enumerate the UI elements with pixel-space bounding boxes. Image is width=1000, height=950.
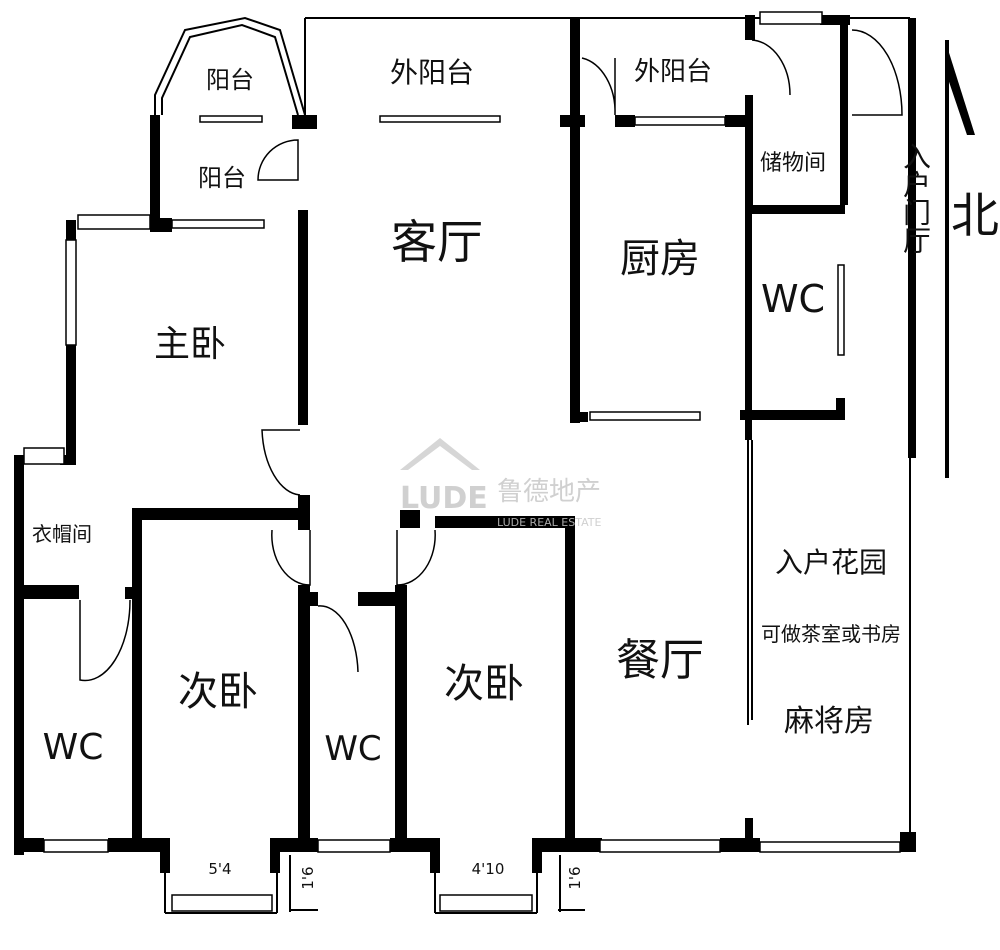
bay-balcony (154, 16, 306, 116)
watermark-sub: LUDE REAL ESTATE (497, 516, 601, 529)
cloakroom-label: 衣帽间 (32, 522, 92, 546)
outer-balcony-1-label: 外阳台 (390, 56, 474, 89)
watermark-house-icon (400, 438, 480, 470)
kitchen-label: 厨房 (620, 236, 700, 282)
outer-balcony-2-label: 外阳台 (634, 57, 712, 87)
balcony-top-left-label: 阳台 (206, 66, 254, 94)
master-bedroom-label: 主卧 (154, 324, 226, 365)
wc-top-label: WC (761, 277, 825, 321)
dimensions: 5'4 4'10 1'6 1'6 (208, 855, 585, 912)
storage-label: 储物间 (760, 151, 826, 176)
balcony-left-label: 阳台 (198, 164, 246, 192)
door-swings (79, 29, 903, 682)
entry-garden-label: 入户花园 (775, 546, 887, 579)
wc-left-label: WC (43, 727, 104, 768)
walls (14, 15, 916, 873)
north-label: 北 (951, 188, 999, 244)
north-compass: 北 (945, 40, 999, 478)
bay-2-dimension: 4'10 (472, 860, 505, 878)
north-arrow-head (945, 40, 975, 135)
garden-note-label: 可做茶室或书房 (761, 622, 901, 646)
mahjong-room-label: 麻将房 (784, 704, 874, 739)
wc-middle-label: WC (324, 729, 381, 769)
offset-2-dimension: 1'6 (566, 866, 584, 889)
living-room-label: 客厅 (391, 215, 483, 269)
windows (23, 11, 901, 914)
room-labels: 阳台 外阳台 外阳台 阳台 客厅 厨房 储物间 入户门厅 WC 主卧 衣帽间 W… (32, 56, 932, 769)
watermark-logo-text: LUDE (400, 481, 488, 516)
bay-1-dimension: 5'4 (208, 860, 231, 878)
watermark: LUDE 鲁德地产 LUDE REAL ESTATE (400, 438, 601, 529)
second-bedroom-2-label: 次卧 (444, 661, 524, 707)
second-bedroom-1-label: 次卧 (178, 669, 258, 715)
dining-room-label: 餐厅 (616, 635, 704, 686)
watermark-brand: 鲁德地产 (497, 477, 601, 507)
offset-1-dimension: 1'6 (299, 866, 317, 889)
